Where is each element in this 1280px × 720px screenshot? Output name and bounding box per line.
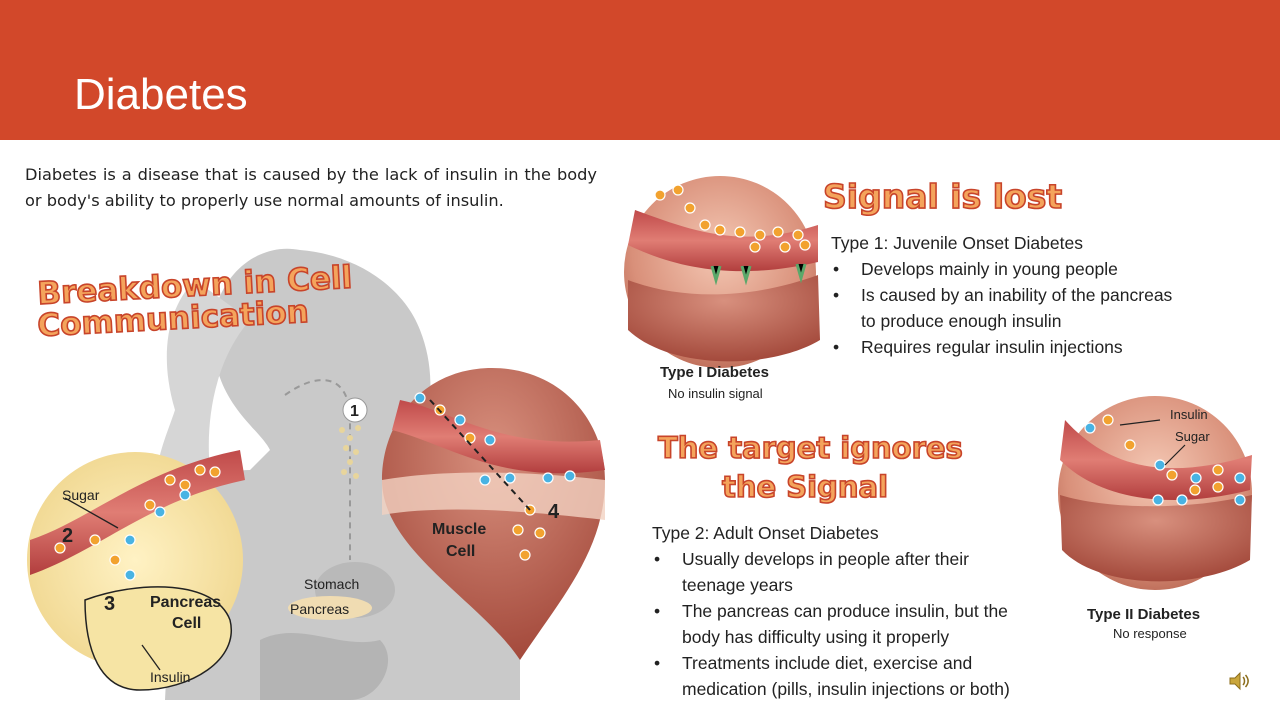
type2-insulin-label: Insulin bbox=[1170, 407, 1208, 422]
type1-text: Type 1: Juvenile Onset Diabetes Develops… bbox=[831, 230, 1251, 360]
bullet-item-continued: medication (pills, insulin injections or… bbox=[682, 679, 1010, 699]
muscle-label-2: Cell bbox=[446, 543, 475, 560]
type1-heading: Signal is lost bbox=[823, 177, 1062, 216]
bullet-item: Is caused by an inability of the pancrea… bbox=[831, 282, 1251, 308]
type2-image-caption: Type II Diabetes bbox=[1087, 606, 1200, 623]
type1-bullets: Develops mainly in young people Is cause… bbox=[831, 256, 1251, 360]
bullet-item-continued: teenage years bbox=[682, 575, 793, 595]
muscle-label-1: Muscle bbox=[432, 521, 486, 538]
type2-name: Type 2: Adult Onset Diabetes bbox=[652, 523, 879, 543]
insulin-label: Insulin bbox=[150, 669, 190, 685]
bullet-item: Usually develops in people after their bbox=[652, 546, 1092, 572]
sugar-label: Sugar bbox=[62, 487, 100, 503]
pancreas-label: Pancreas bbox=[290, 601, 349, 617]
type2-text: Type 2: Adult Onset Diabetes Usually dev… bbox=[652, 520, 1092, 702]
bullet-item: The pancreas can produce insulin, but th… bbox=[652, 598, 1092, 624]
type2-heading-line1: The target ignores bbox=[658, 431, 963, 465]
type2-heading-line2: the Signal bbox=[722, 470, 888, 504]
bullet-item: Develops mainly in young people bbox=[831, 256, 1251, 282]
type1-image-subcaption: No insulin signal bbox=[668, 386, 763, 401]
type2-diagram bbox=[1058, 396, 1252, 590]
bullet-item-continued: to produce enough insulin bbox=[861, 311, 1062, 331]
speaker-icon[interactable] bbox=[1228, 670, 1250, 697]
type1-diagram bbox=[624, 176, 820, 368]
type2-bullets: Usually develops in people after their t… bbox=[652, 546, 1092, 702]
step-2-label: 2 bbox=[62, 525, 73, 547]
step-4-label: 4 bbox=[548, 501, 560, 523]
headings: Breakdown in Cell Communication Signal i… bbox=[36, 176, 1063, 505]
step-3-label: 3 bbox=[104, 593, 115, 615]
title-bar: Diabetes bbox=[0, 0, 1280, 140]
type2-sugar-label: Sugar bbox=[1175, 429, 1210, 444]
slide-title: Diabetes bbox=[74, 70, 248, 119]
stomach-label: Stomach bbox=[304, 576, 359, 592]
pancreas-cell-view bbox=[27, 450, 245, 691]
type1-name: Type 1: Juvenile Onset Diabetes bbox=[831, 233, 1083, 253]
bullet-item-continued: body has difficulty using it properly bbox=[682, 627, 950, 647]
type1-image-caption: Type I Diabetes bbox=[660, 364, 769, 381]
pancreas-cell-label-1: Pancreas bbox=[150, 594, 221, 611]
bullet-item: Treatments include diet, exercise and bbox=[652, 650, 1092, 676]
step-1-label: 1 bbox=[350, 403, 359, 420]
pancreas-cell-label-2: Cell bbox=[172, 615, 201, 632]
muscle-cell-view bbox=[382, 368, 605, 660]
intro-paragraph: Diabetes is a disease that is caused by … bbox=[25, 165, 597, 210]
bullet-item: Requires regular insulin injections bbox=[831, 334, 1251, 360]
type2-image-subcaption: No response bbox=[1113, 626, 1187, 641]
digestion-path bbox=[284, 379, 368, 560]
